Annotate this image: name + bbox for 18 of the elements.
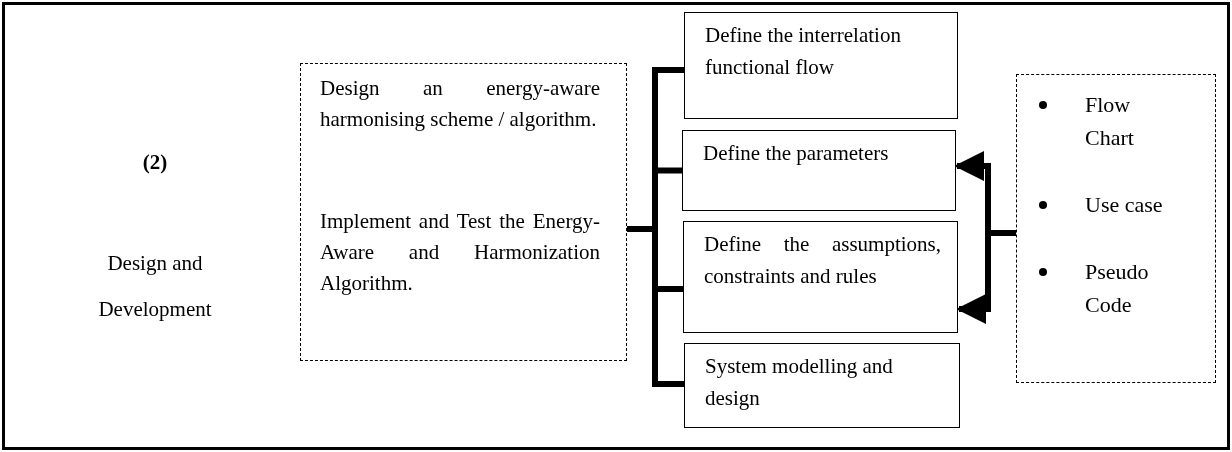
step-text: Define the parameters	[703, 140, 890, 167]
step-box	[682, 130, 956, 211]
step-text: Define the interrelation functional flow	[705, 22, 902, 81]
step-text: System modelling and design	[705, 353, 894, 412]
method-box	[1016, 74, 1216, 383]
method-item: Use case	[1085, 191, 1164, 219]
task-box	[300, 63, 627, 361]
step-box	[684, 12, 958, 119]
method-item: Flow Chart	[1085, 91, 1135, 152]
step-text: Define the assumptions, constraints and rules	[704, 231, 941, 290]
step-box	[684, 343, 960, 428]
step-number: (2)	[141, 149, 169, 176]
step-box	[683, 221, 958, 333]
method-item: Pseudo Code	[1085, 258, 1150, 319]
phase-title: Design and Development	[97, 250, 213, 323]
task-text: Design an energy-aware harmonising scheme / algorithm.	[320, 75, 600, 133]
task-text: Implement and Test the Energy-Aware and Harmonization Algorithm.	[320, 208, 600, 297]
connector	[956, 230, 1016, 324]
